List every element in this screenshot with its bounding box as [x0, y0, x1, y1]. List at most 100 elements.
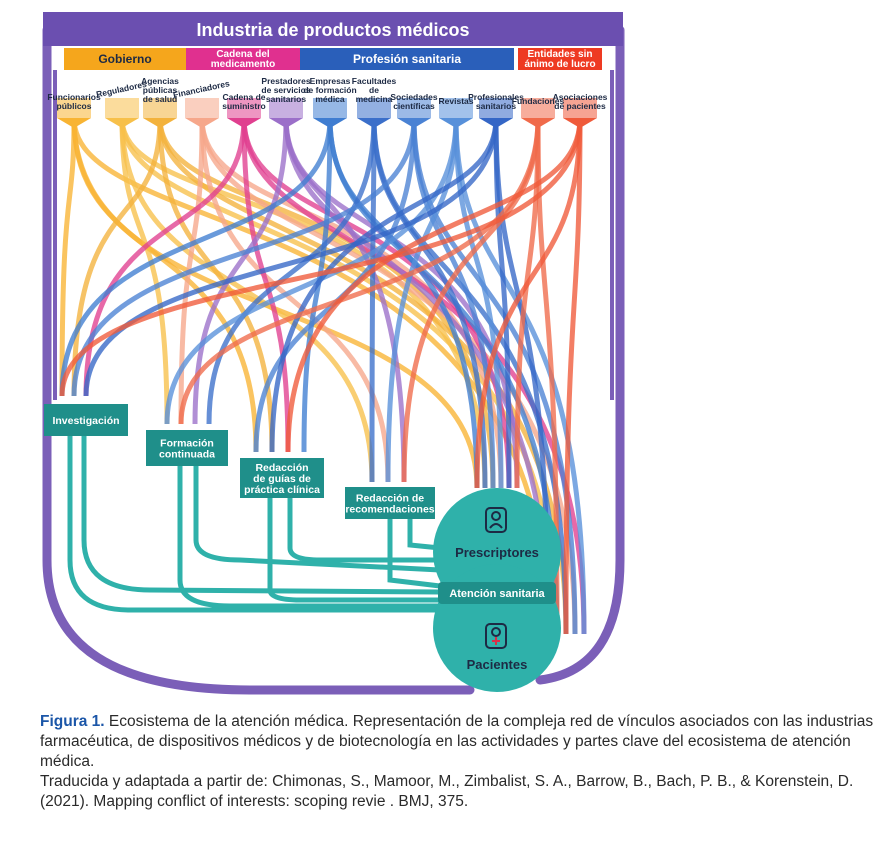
- group-label-health: Profesión sanitaria: [353, 52, 461, 66]
- source-label-reguladores: Reguladores: [95, 79, 148, 100]
- source-column-financiadores: [185, 98, 219, 118]
- flow-profesionales-sanitarios-0: [83, 117, 499, 397]
- care-band: [438, 582, 556, 604]
- source-arrow-fundaciones: [521, 118, 555, 128]
- source-arrow-empresas-de-formacion-medica: [313, 118, 347, 128]
- source-label-asociaciones-de-pacientes: de pacientes: [554, 101, 606, 111]
- source-label-revistas: Revistas: [439, 96, 474, 106]
- source-arrow-agencias-publicas-de-salud: [143, 118, 177, 128]
- source-label-cadena-de-suministro: Cadena de: [223, 92, 266, 102]
- source-arrow-facultades-de-medicina: [357, 118, 391, 128]
- flow-asociaciones-de-pacientes-4: [474, 117, 583, 489]
- source-label-facultades-de-medicina: de: [369, 85, 379, 95]
- activity-box-formacion-continuada: [146, 430, 228, 466]
- source-label-profesionales-sanitarios: sanitarios: [476, 101, 516, 111]
- prescribers-label: Prescriptores: [455, 545, 539, 560]
- source-column-reguladores: [105, 98, 139, 118]
- teal-links: [67, 436, 441, 613]
- source-column-facultades-de-medicina: [357, 98, 391, 118]
- activity-label-investigacion: Investigación: [52, 415, 119, 427]
- source-arrow-reguladores: [105, 118, 139, 128]
- flow-empresas-de-formacion-medica-0: [59, 117, 333, 397]
- flow-facultades-de-medicina-3: [369, 117, 377, 483]
- source-label-empresas-de-formacion-medica: de formación: [303, 85, 356, 95]
- care-link-4: [267, 498, 440, 603]
- flow-financiadores-3: [199, 117, 391, 483]
- group-label-npo: Entidades sin: [527, 49, 592, 60]
- activity-boxes: InvestigaciónFormacióncontinuadaRedacció…: [44, 404, 435, 519]
- source-arrow-prestadores-de-servicios-sanitarios: [269, 118, 303, 128]
- activity-label-redaccion-de-recomendaciones: Redacción de: [356, 493, 424, 505]
- group-bar-gov: [64, 48, 186, 70]
- source-label-agencias-publicas-de-salud: Agencias: [141, 76, 179, 86]
- source-column-funcionarios-publicos: [57, 98, 91, 118]
- source-label-empresas-de-formacion-medica: Empresas: [310, 76, 351, 86]
- source-label-sociedades-cientificas: científicas: [393, 101, 435, 111]
- source-label-prestadores-de-servicios-sanitarios: sanitarios: [266, 94, 306, 104]
- activity-label-redaccion-de-guias-de-practica-clinica: de guías de: [253, 473, 311, 485]
- source-label-empresas-de-formacion-medica: médica: [315, 94, 345, 104]
- flow-agencias-publicas-de-salud-2: [157, 117, 275, 453]
- source-label-fundaciones: Fundaciones: [512, 96, 565, 106]
- source-label-asociaciones-de-pacientes: Asociaciones: [553, 92, 608, 102]
- source-label-funcionarios-publicos: públicos: [57, 101, 92, 111]
- source-arrow-financiadores: [185, 118, 219, 128]
- care-link-2: [177, 466, 440, 609]
- source-arrow-funcionarios-publicos: [57, 118, 91, 128]
- source-label-agencias-publicas-de-salud: públicas: [143, 85, 178, 95]
- source-column-prestadores-de-servicios-sanitarios: [269, 98, 303, 118]
- flow-asociaciones-de-pacientes-5: [563, 117, 583, 635]
- care-link-1: [81, 436, 441, 595]
- source-labels: FuncionariospúblicosReguladoresAgenciasp…: [47, 76, 607, 111]
- figure-caption: Figura 1. Ecosistema de la atención médi…: [40, 712, 880, 812]
- source-column-profesionales-sanitarios: [479, 98, 513, 118]
- care-link-6: [387, 519, 441, 589]
- group-label-supply: medicamento: [211, 59, 275, 70]
- source-label-sociedades-cientificas: Sociedades: [390, 92, 438, 102]
- care-label: Atención sanitaria: [449, 588, 545, 600]
- group-label-supply: Cadena del: [216, 49, 270, 60]
- source-column-sociedades-cientificas: [397, 98, 431, 118]
- activity-box-redaccion-de-recomendaciones: [345, 487, 435, 519]
- flow-profesionales-sanitarios-2: [269, 117, 499, 453]
- doctor-icon: [485, 507, 507, 533]
- group-bar-npo: [518, 48, 602, 70]
- source-arrow-heads: [57, 98, 597, 128]
- activity-label-formacion-continuada: Formación: [160, 438, 214, 450]
- source-label-agencias-publicas-de-salud: de salud: [143, 94, 177, 104]
- flow-financiadores-1: [178, 117, 205, 425]
- source-arrow-asociaciones-de-pacientes: [563, 118, 597, 128]
- group-bar-health: [300, 48, 514, 70]
- source-label-prestadores-de-servicios-sanitarios: Prestadores: [261, 76, 310, 86]
- activity-box-redaccion-de-guias-de-practica-clinica: [240, 458, 324, 498]
- source-label-funcionarios-publicos: Funcionarios: [47, 92, 101, 102]
- source-column-empresas-de-formacion-medica: [313, 98, 347, 118]
- source-label-facultades-de-medicina: Facultades: [352, 76, 397, 86]
- activity-label-redaccion-de-recomendaciones: recomendaciones: [345, 504, 434, 516]
- source-column-fundaciones: [521, 98, 555, 118]
- flow-lines: [53, 70, 614, 635]
- flow-prestadores-de-servicios-sanitarios-5: [283, 117, 551, 635]
- patients-label: Pacientes: [467, 657, 528, 672]
- activity-label-redaccion-de-guias-de-practica-clinica: Redacción: [255, 462, 308, 474]
- flow-fundaciones-5: [535, 117, 560, 635]
- source-label-cadena-de-suministro: suministro: [222, 101, 265, 111]
- flow-revistas-3: [385, 117, 459, 483]
- flow-cadena-de-suministro-0: [83, 117, 247, 397]
- source-label-facultades-de-medicina: medicina: [356, 94, 393, 104]
- group-label-gov: Gobierno: [98, 52, 151, 66]
- flow-cadena-de-suministro-2: [241, 117, 291, 453]
- flow-funcionarios-publicos-0: [59, 117, 77, 397]
- flow-revistas-1: [164, 117, 459, 425]
- group-label-npo: ánimo de lucro: [524, 59, 595, 70]
- diagram-title: Industria de productos médicos: [196, 20, 469, 40]
- flow-fundaciones-3: [401, 117, 541, 483]
- source-label-prestadores-de-servicios-sanitarios: de servicios: [261, 85, 310, 95]
- source-arrow-revistas: [439, 118, 473, 128]
- caption-source: Traducida y adaptada a partir de: Chimon…: [40, 773, 854, 810]
- source-arrow-sociedades-cientificas: [397, 118, 431, 128]
- source-arrow-cadena-de-suministro: [227, 118, 261, 128]
- activity-label-redaccion-de-guias-de-practica-clinica: práctica clínica: [244, 484, 320, 496]
